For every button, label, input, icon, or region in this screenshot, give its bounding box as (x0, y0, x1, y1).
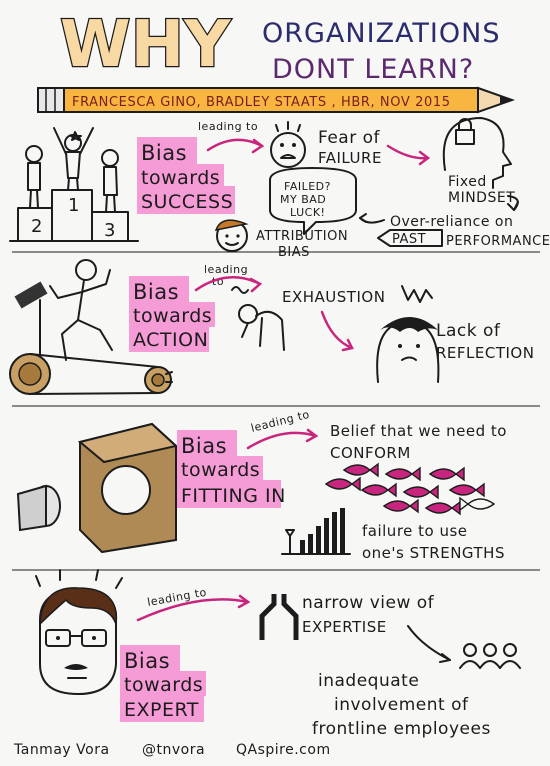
narrowing-road-icon (259, 594, 299, 640)
inadequate-line3: frontline employees (312, 719, 491, 739)
belief-line1: Belief that we need to (330, 422, 507, 440)
narrow-line2: EXPERTISE (302, 618, 387, 636)
byline-authors: FRANCESCA GINO, BRADLEY STAATS , HBR, NO… (72, 95, 451, 110)
failure-line2: one's STRENGTHS (362, 544, 505, 562)
strengths-bars-icon (281, 508, 351, 555)
bias-fitting-line2: towards (181, 459, 260, 481)
why-title-text: WHY (60, 8, 231, 82)
footer-author: Tanmay Vora (13, 742, 110, 758)
podium-label-3: 3 (104, 220, 116, 241)
podium-label-1: 1 (68, 195, 80, 216)
mindset-line1: Fixed (448, 174, 487, 190)
footer-site: QAspire.com (236, 742, 331, 758)
fish-school-icon (324, 462, 496, 516)
podium-label-2: 2 (31, 216, 43, 237)
overreliance-performance: PERFORMANCE (446, 234, 550, 249)
section-fitting-in: Bias towards FITTING IN leading to Belie… (16, 408, 507, 562)
bias-expert-line3: EXPERT (124, 699, 199, 721)
failure-line1: failure to use (362, 522, 468, 540)
bias-success-line3: SUCCESS (141, 191, 233, 213)
footer-credits: Tanmay Vora @tnvora QAspire.com (13, 742, 331, 758)
attribution-line1: ATTRIBUTION (256, 229, 348, 244)
leading-to-label-3: leading to (250, 408, 311, 435)
arrow-to-mindset (386, 144, 430, 160)
bubble-line3: LUCK! (290, 206, 325, 219)
exhausted-figure-icon (231, 286, 285, 351)
bias-success-line1: Bias (141, 141, 187, 165)
bubble-line2: MY BAD (280, 193, 326, 206)
pencil-banner: FRANCESCA GINO, BRADLEY STAATS , HBR, NO… (37, 86, 516, 114)
narrow-line1: narrow view of (302, 593, 435, 613)
overreliance-past: PAST (392, 232, 426, 247)
section-success: 2 1 3 Bias towards SUCCESS leading to Fe… (9, 117, 550, 260)
lack-line2: REFLECTION (436, 344, 534, 362)
lack-line1: Lack of (436, 321, 501, 341)
bias-action-line2: towards (133, 305, 212, 327)
bias-fitting-line3: FITTING IN (181, 485, 286, 507)
footer-handle: @tnvora (142, 742, 205, 758)
overreliance-line1: Over-reliance on (390, 214, 513, 230)
inadequate-line2: involvement of (334, 695, 469, 715)
bias-action-line1: Bias (133, 280, 179, 304)
fear-line2: FAILURE (318, 149, 382, 167)
podium-illustration: 2 1 3 (9, 127, 139, 242)
scared-face-icon (270, 121, 306, 168)
bias-action-line3: ACTION (133, 329, 208, 351)
arrow-to-reflection (320, 310, 354, 350)
locked-mind-icon (442, 117, 512, 189)
title-organizations: ORGANIZATIONS (262, 18, 500, 49)
speech-bubble (269, 167, 357, 235)
leading-to-label-1: leading to (198, 120, 258, 133)
section-expert: Bias towards EXPERT leading to narrow vi… (35, 569, 521, 739)
exhaustion-label: EXHAUSTION (282, 288, 385, 306)
treadmill-illustration (9, 259, 173, 395)
bias-expert-line2: towards (124, 674, 203, 696)
kid-face-icon (214, 219, 249, 252)
belief-line2: CONFORM (330, 444, 411, 462)
past-arrow-shape (377, 229, 443, 247)
arrow-to-conform (246, 431, 318, 450)
why-title: WHY (59, 7, 233, 84)
bias-success-line2: towards (141, 167, 220, 189)
bias-fitting-line1: Bias (181, 434, 227, 458)
people-group-icon (459, 643, 521, 669)
bias-expert-line1: Bias (124, 649, 170, 673)
arrow-to-narrow (136, 598, 250, 622)
fear-line1: Fear of (318, 128, 381, 148)
square-peg-illustration (16, 422, 179, 554)
leading-label-2b: to (212, 275, 224, 288)
section-action: Bias towards ACTION leading to EXHAUSTIO… (9, 259, 534, 395)
expert-face-icon (35, 569, 123, 695)
title-dont-learn: DONT LEARN? (272, 54, 474, 85)
leading-label-2a: leading (204, 263, 248, 276)
mindset-line2: MINDSET (448, 190, 515, 206)
bubble-line1: FAILED? (284, 180, 331, 193)
inadequate-line1: inadequate (318, 671, 419, 691)
tired-face-icon (376, 285, 440, 383)
